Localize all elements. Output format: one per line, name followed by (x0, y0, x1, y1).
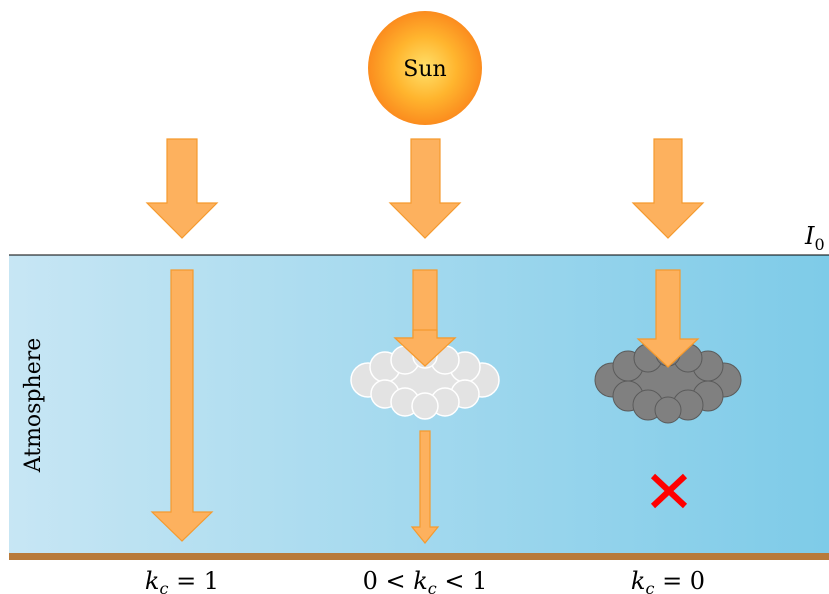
sun-icon: Sun (368, 11, 482, 125)
incoming-arrow-right (631, 138, 705, 239)
ground (9, 553, 829, 560)
transmitted-arrow-partial (410, 430, 440, 544)
case-rest: = 0 (654, 567, 705, 594)
case-sub: c (159, 579, 168, 594)
case-rest: < 1 (437, 567, 488, 594)
toa-label: I0 (804, 222, 825, 254)
toa-symbol: I (804, 222, 815, 250)
transmitted-arrow-clear (150, 269, 214, 542)
x-mark-icon (650, 473, 688, 509)
atmosphere-label: Atmosphere (21, 338, 46, 474)
case-label-overcast: kc = 0 (631, 567, 705, 594)
case-label-partial: 0 < kc < 1 (363, 567, 488, 594)
case-k: k (145, 567, 160, 594)
case-rest: = 1 (168, 567, 219, 594)
toa-subscript: 0 (814, 235, 824, 254)
incoming-arrow-center (388, 138, 462, 239)
incoming-arrow-partial-cloud-head (393, 329, 457, 367)
cloud-icon-light (350, 343, 500, 420)
case-sub: c (645, 579, 654, 594)
case-k: k (631, 567, 646, 594)
incoming-arrow-dark-cloud (636, 269, 700, 368)
case-label-clear: kc = 1 (145, 567, 219, 594)
sun-label: Sun (403, 57, 446, 82)
case-sub: c (428, 579, 437, 594)
case-pre: 0 < (363, 567, 414, 594)
case-k: k (413, 567, 428, 594)
incoming-arrow-left (145, 138, 219, 239)
